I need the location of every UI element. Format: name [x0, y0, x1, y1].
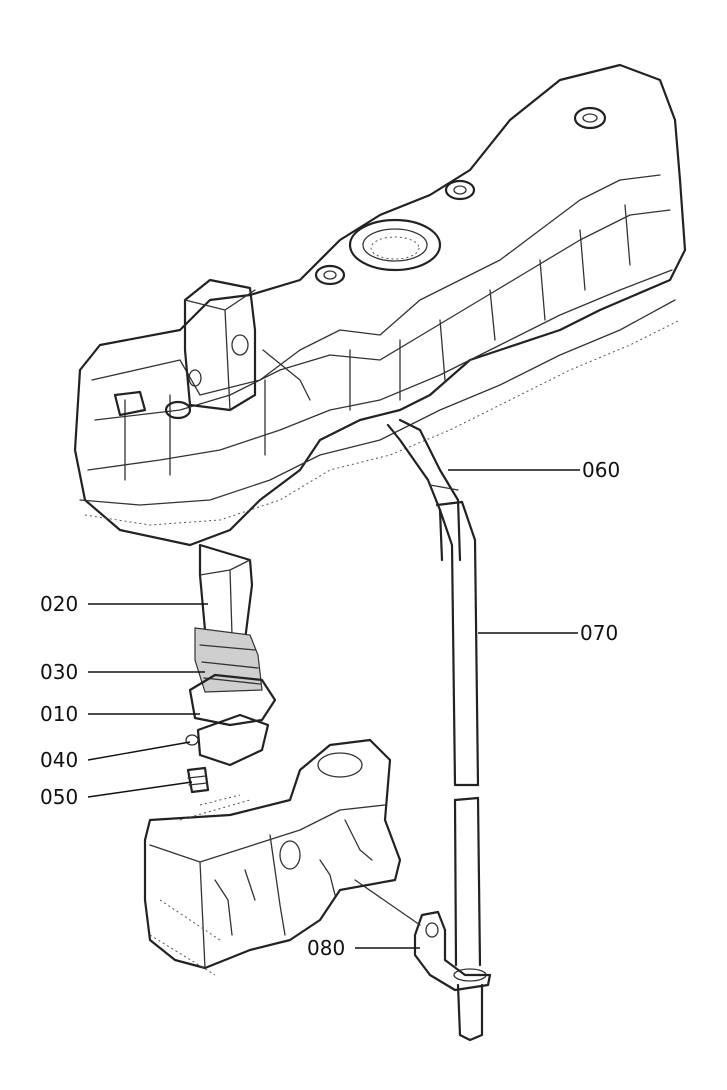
sensor-assembly — [185, 543, 277, 794]
callout-080: 080 — [307, 936, 346, 960]
leader-050 — [87, 781, 193, 798]
callout-040: 040 — [40, 748, 79, 772]
breather-hose-and-pipe — [386, 418, 487, 1042]
callout-050: 050 — [40, 785, 79, 809]
leader-lines — [87, 469, 580, 949]
callout-030: 030 — [40, 660, 79, 684]
lower-block — [143, 738, 402, 976]
leader-040 — [87, 741, 191, 761]
callout-010: 010 — [40, 702, 79, 726]
callout-020: 020 — [40, 592, 79, 616]
clamp-080 — [354, 879, 492, 992]
callout-070: 070 — [580, 621, 619, 645]
callout-060: 060 — [582, 458, 621, 482]
upper-housing — [73, 63, 687, 547]
